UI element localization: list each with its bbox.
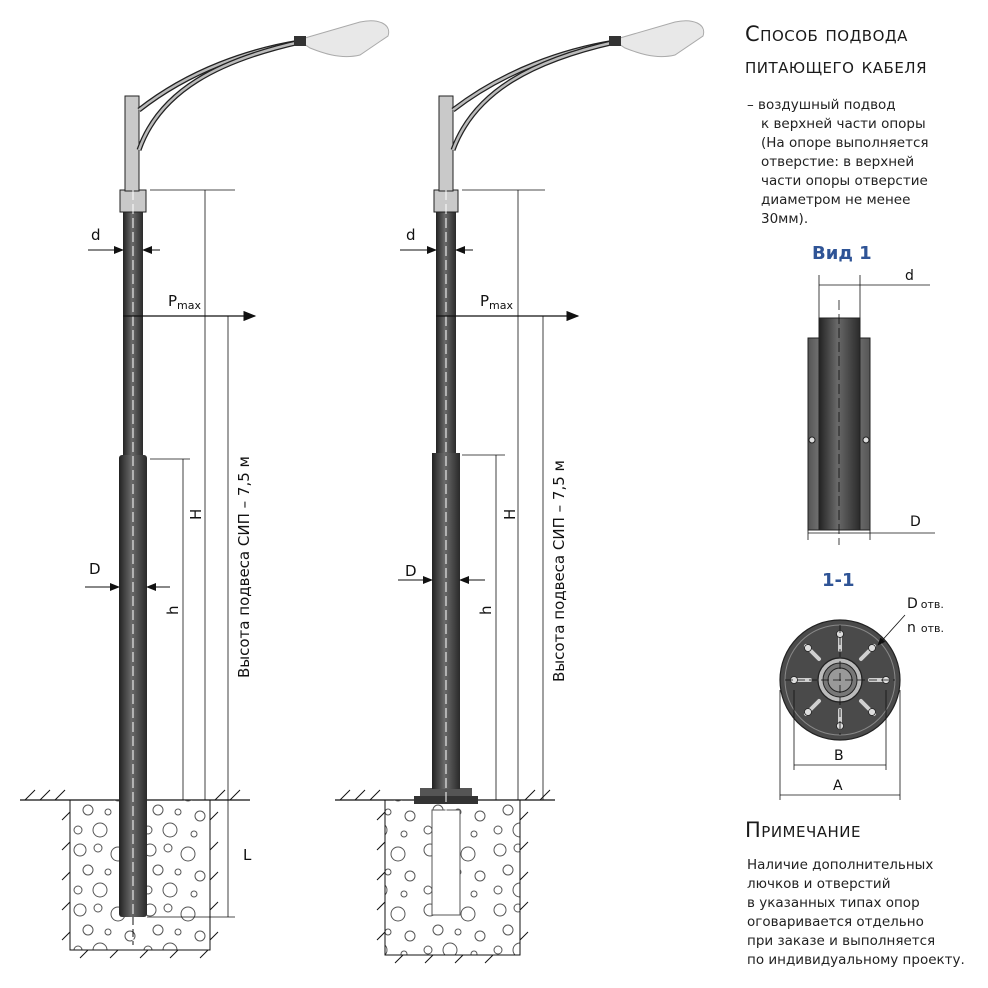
left-label-p: Pmax [168, 292, 202, 312]
section-title: 1-1 [822, 570, 855, 591]
description-line7: 30мм). [761, 211, 809, 227]
note-line4: оговаривается отдельно [747, 914, 924, 930]
left-label-D: D [89, 560, 101, 578]
left-label-d: d [91, 226, 101, 244]
middle-pole-lower [432, 453, 460, 789]
description-line4: отверстие: в верхней [761, 154, 915, 170]
middle-label-d: d [406, 226, 416, 244]
left-label-h: h [164, 605, 182, 615]
view1-drawing [807, 275, 935, 545]
description-line5: части опоры отверстие [761, 173, 928, 189]
left-label-H: H [187, 509, 205, 520]
note-line1: Наличие дополнительных [747, 857, 934, 873]
view1-label-d: d [905, 268, 914, 284]
left-label-height: Высота подвеса СИП – 7,5 м [235, 456, 253, 678]
heading-line2: питающего кабеля [745, 54, 928, 78]
section-1-1-drawing [779, 614, 906, 800]
middle-lamp-icon [611, 20, 705, 58]
middle-label-D: D [405, 562, 417, 580]
left-lamp-icon [296, 20, 390, 58]
heading-line1: Способ подвода [745, 22, 908, 46]
description-line2: к верхней части опоры [761, 116, 926, 132]
section-label-b: B [834, 748, 844, 764]
middle-label-p: Pmax [480, 292, 514, 312]
middle-pole-assembly [335, 20, 705, 964]
left-label-L: L [243, 846, 252, 864]
note-line3: в указанных типах опор [747, 895, 920, 911]
middle-label-H: H [501, 509, 519, 520]
description-line6: диаметром не менее [761, 192, 911, 208]
section-label-a: A [833, 778, 843, 794]
middle-label-h: h [477, 605, 495, 615]
view1-label-D: D [910, 514, 921, 530]
note-title: Примечание [745, 818, 861, 842]
description-line3: (На опоре выполняется [761, 135, 929, 151]
view1-title: Вид 1 [812, 243, 872, 264]
note-line5: при заказе и выполняется [747, 933, 936, 949]
middle-label-height: Высота подвеса СИП – 7,5 м [550, 460, 568, 682]
note-line6: по индивидуальному проекту. [747, 952, 965, 968]
description-line1: – воздушный подвод [747, 97, 896, 113]
note-line2: лючков и отверстий [747, 876, 891, 892]
left-pole-assembly [20, 20, 390, 959]
